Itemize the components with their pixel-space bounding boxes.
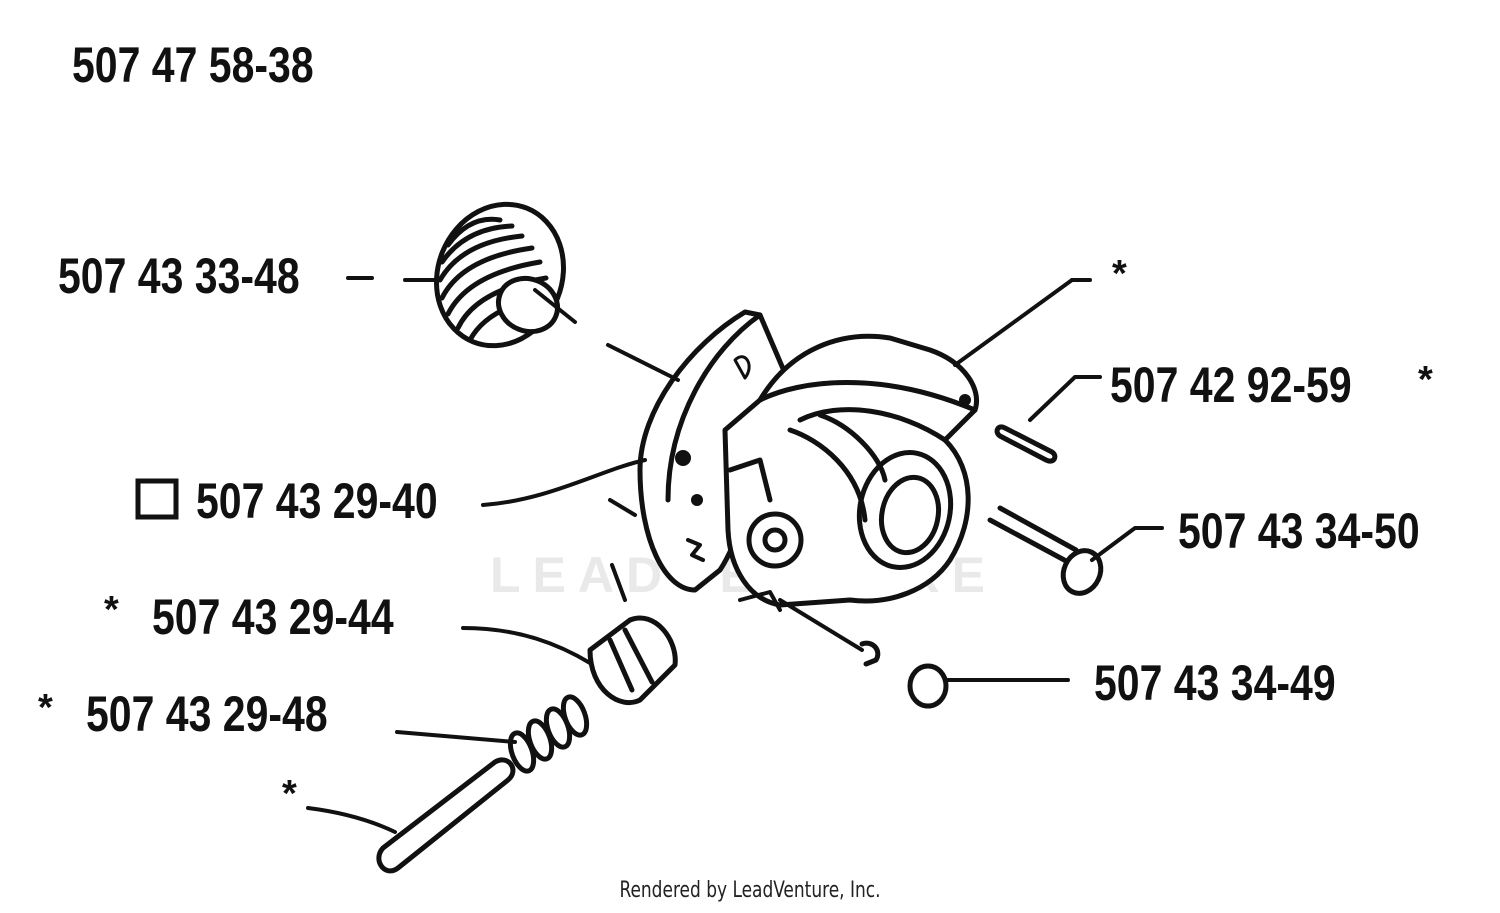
- small-pin-part: [994, 424, 1058, 464]
- asterisk-mark: *: [1112, 253, 1127, 295]
- asterisk-mark: *: [1418, 359, 1433, 401]
- callout-507-42-92-59: 507 42 92-59: [1110, 357, 1352, 413]
- asterisk-mark: *: [282, 773, 297, 815]
- callout-507-43-34-50: 507 43 34-50: [1178, 503, 1420, 559]
- callout-507-43-34-49: 507 43 34-49: [1094, 655, 1336, 711]
- callout-507-43-29-44: 507 43 29-44: [152, 589, 394, 645]
- callout-507-43-29-40: 507 43 29-40: [196, 473, 438, 529]
- short-bolt-part: [778, 598, 949, 709]
- asterisk-mark: *: [38, 687, 53, 729]
- clutch-housing-part: [722, 333, 979, 612]
- callout-507-43-33-48: 507 43 33-48: [58, 248, 300, 304]
- spring-coil-part: [434, 201, 577, 349]
- footer-credit: Rendered by LeadVenture, Inc.: [619, 877, 880, 903]
- leader-lines: [306, 276, 1164, 834]
- asterisk-mark: *: [104, 589, 119, 631]
- assembly-title: 507 47 58-38: [72, 37, 314, 93]
- guide-roller-part: [587, 563, 678, 705]
- square-outline-icon: [135, 478, 179, 520]
- pin-rod-part: [376, 757, 516, 874]
- long-bolt-part: [987, 505, 1104, 596]
- callout-507-43-29-48: 507 43 29-48: [86, 686, 328, 742]
- small-spring-part: [507, 694, 590, 774]
